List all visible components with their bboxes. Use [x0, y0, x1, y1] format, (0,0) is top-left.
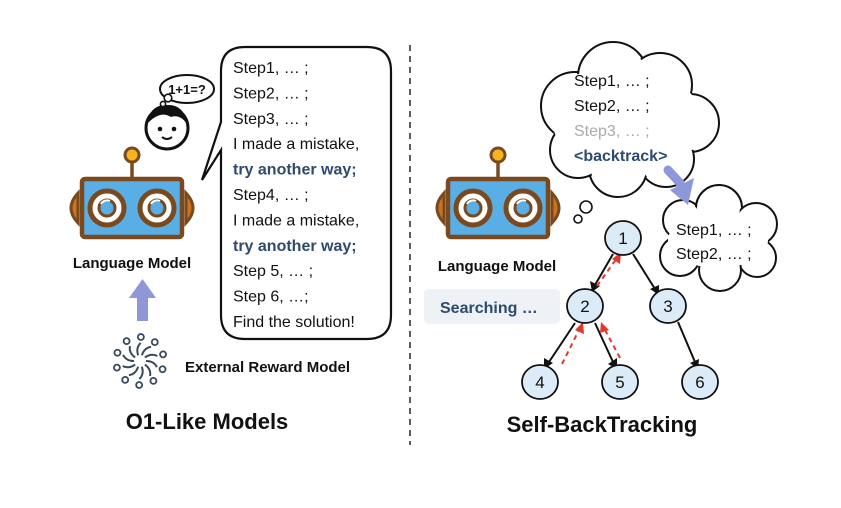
circuit-node [121, 375, 130, 384]
right-ear [184, 189, 195, 227]
circuit-node [158, 365, 167, 374]
text-line: Step2, … ; [574, 98, 650, 115]
circuit-line [144, 353, 158, 359]
cloud-transition-arrow [663, 165, 694, 205]
question-bubble: 1+1=? [159, 74, 215, 108]
tree-nodes: 1 2 3 4 5 6 [521, 220, 719, 400]
right-model-label: Language Model [438, 258, 556, 275]
robot-left [69, 146, 195, 240]
circuit-node [113, 363, 121, 372]
tree-node-4 [521, 364, 559, 400]
circuit-node [159, 350, 167, 359]
circuit-node [113, 348, 122, 357]
tree-node-1 [604, 220, 642, 256]
tree-node-5 [601, 364, 639, 400]
text-line: Step1, … ; [233, 60, 309, 77]
circuit-line [128, 366, 140, 377]
tree-node-2 [566, 288, 604, 324]
text-line: Find the solution! [233, 314, 355, 331]
text-line: Step 5, … ; [233, 263, 313, 280]
text-line: try another way; [233, 162, 357, 179]
left-ear [435, 189, 446, 227]
tree-node-label: 2 [580, 297, 589, 316]
question-text: 1+1=? [168, 82, 206, 97]
up-arrow [129, 279, 156, 321]
circuit-line [136, 342, 142, 356]
text-line: Step3, … ; [233, 111, 309, 128]
text-line: Step3, … ; [574, 123, 650, 140]
reward-model-icon [113, 333, 167, 389]
right-ear [550, 189, 561, 227]
text-line: Step2, … ; [676, 246, 752, 263]
person-face-icon [144, 104, 190, 151]
circuit-node [149, 377, 158, 385]
text-line: try another way; [233, 238, 357, 255]
text-line: Step2, … ; [233, 85, 309, 102]
circuit-line [138, 366, 144, 380]
text-line: Step1, … ; [676, 222, 752, 239]
robot-right [435, 146, 561, 240]
backtrack-arrows [561, 257, 621, 365]
text-line: I made a mistake, [233, 212, 359, 229]
tree-node-label: 3 [663, 297, 672, 316]
circuit-line [140, 345, 152, 356]
tree-node-6 [681, 364, 719, 400]
eye-shine [150, 199, 161, 205]
circuit-line [144, 363, 152, 377]
circuit-node [122, 337, 131, 345]
left-model-label: Language Model [73, 255, 191, 272]
searching-label: Searching … [440, 300, 538, 317]
circuit-node [135, 381, 144, 389]
text-line: <backtrack> [574, 148, 667, 165]
thought-cloud-text: Step1, … ; Step2, … ; Step3, … ; <backtrack… [574, 73, 667, 165]
speech-text: Step1, … ; Step2, … ; Step3, … ; I made a m… [233, 60, 359, 331]
circuit-line [128, 345, 136, 359]
tree-node-label: 6 [695, 373, 704, 392]
circuit-node [136, 333, 145, 341]
eye-shine [516, 199, 527, 205]
antenna-bulb [123, 146, 141, 164]
left-panel-title: O1-Like Models [126, 409, 289, 434]
reward-model-label: External Reward Model [185, 359, 350, 376]
circuit-line [122, 354, 135, 362]
left-panel: 1+1=? Step1, … ; Step2, … ; Step3, … ; I ma… [69, 45, 393, 434]
text-line: Step1, … ; [574, 73, 650, 90]
circuit-line [145, 360, 158, 368]
left-ear [69, 189, 80, 227]
antenna-bulb [489, 146, 507, 164]
circuit-line [122, 363, 136, 369]
searching-box [424, 289, 560, 324]
tree-node-3 [649, 288, 687, 324]
eye-shine [466, 199, 477, 205]
speech-bubble [200, 45, 393, 341]
thought-cloud-large [540, 41, 720, 224]
right-panel: Step1, … ; Step2, … ; Step3, … ; <backtrack… [424, 41, 778, 437]
text-line: Step4, … ; [233, 187, 309, 204]
text-line: Step 6, …; [233, 289, 309, 306]
tree-node-label: 5 [615, 373, 624, 392]
text-line: I made a mistake, [233, 136, 359, 153]
thought-cloud-small-text: Step1, … ; Step2, … ; [676, 222, 752, 263]
tree-node-label: 1 [618, 229, 627, 248]
right-panel-title: Self-BackTracking [507, 412, 698, 437]
circuit-node [150, 338, 159, 347]
eye-shine [100, 199, 111, 205]
tree-node-label: 4 [535, 373, 544, 392]
thought-cloud-small [659, 184, 778, 292]
tree-edges [548, 253, 696, 363]
